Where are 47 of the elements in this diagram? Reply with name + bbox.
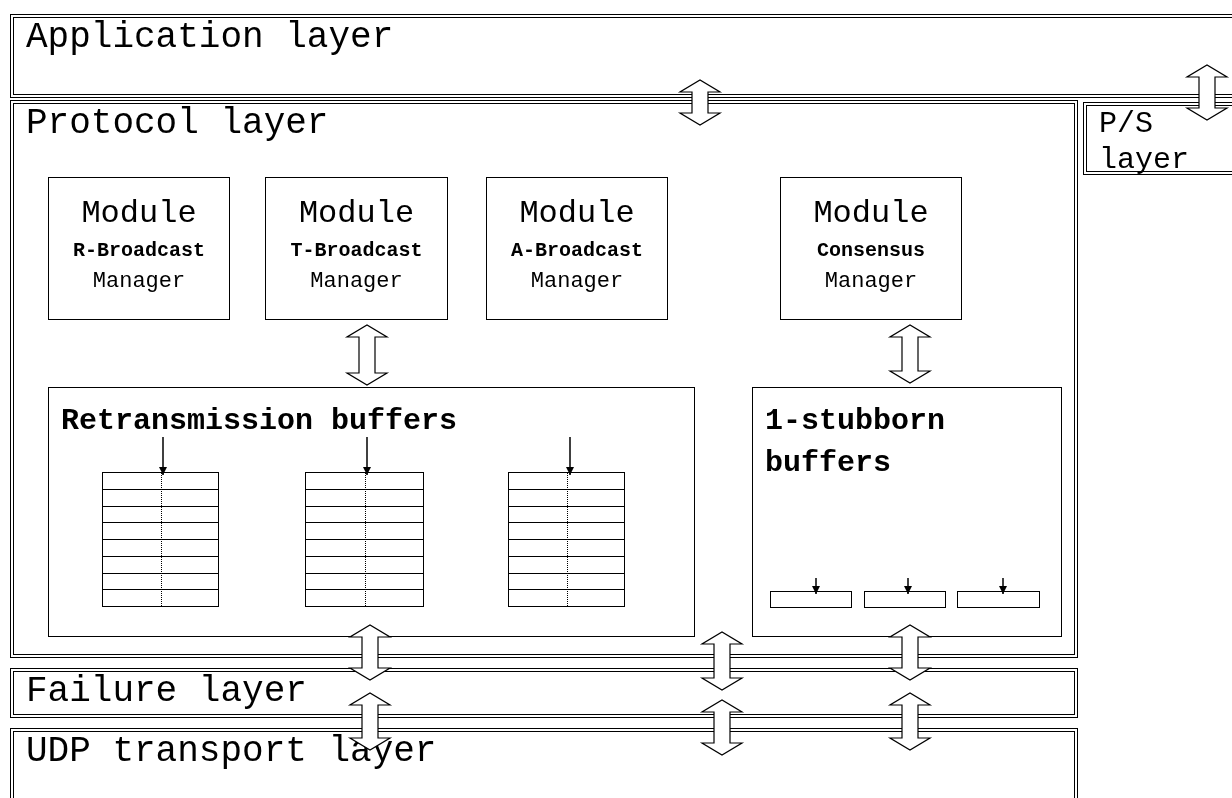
double-arrow [699,631,745,691]
arrow [999,577,1007,595]
double-arrow [677,79,723,126]
buffer-stack [508,472,625,607]
double-arrow [347,692,393,751]
layer-box [10,100,1078,658]
module-box [780,177,962,320]
layer-title: P/S layer [1099,106,1190,178]
buffer-stack [305,472,424,607]
double-arrow [887,692,933,751]
layer-title: Protocol layer [26,104,329,144]
buffer-slot [864,591,946,608]
layer-title: Application layer [26,18,394,58]
double-arrow [347,624,393,681]
module-label: Manager [92,268,186,296]
double-arrow [887,624,933,681]
module-box [48,177,230,320]
module-label: Manager [824,268,918,296]
double-arrow [1184,64,1230,121]
module-label: Module [519,194,635,234]
buffer-panel [752,387,1062,637]
module-label: Manager [310,268,403,296]
module-label: Module [298,194,415,234]
double-arrow [887,324,933,384]
module-name: Consensus [817,238,925,264]
module-box [486,177,668,320]
arrow [363,436,371,476]
buffer-stack [102,472,219,607]
buffer-slot [770,591,852,608]
panel-title: 1-stubborn buffers [765,403,947,482]
buffer-panel [48,387,695,637]
double-arrow [344,324,390,386]
buffer-slot [957,591,1040,608]
arrow [159,436,167,476]
arrow [812,577,820,595]
double-arrow [699,699,745,756]
arrow [904,577,912,595]
arrow [566,436,574,476]
module-name: T-Broadcast [290,238,423,264]
module-box [265,177,448,320]
module-name: A-Broadcast [511,238,643,264]
module-name: R-Broadcast [73,238,205,264]
panel-title: Retransmission buffers [61,403,459,440]
layer-title: Failure layer [26,672,307,712]
module-label: Module [81,194,197,234]
module-label: Manager [530,268,624,296]
module-label: Module [813,194,929,234]
